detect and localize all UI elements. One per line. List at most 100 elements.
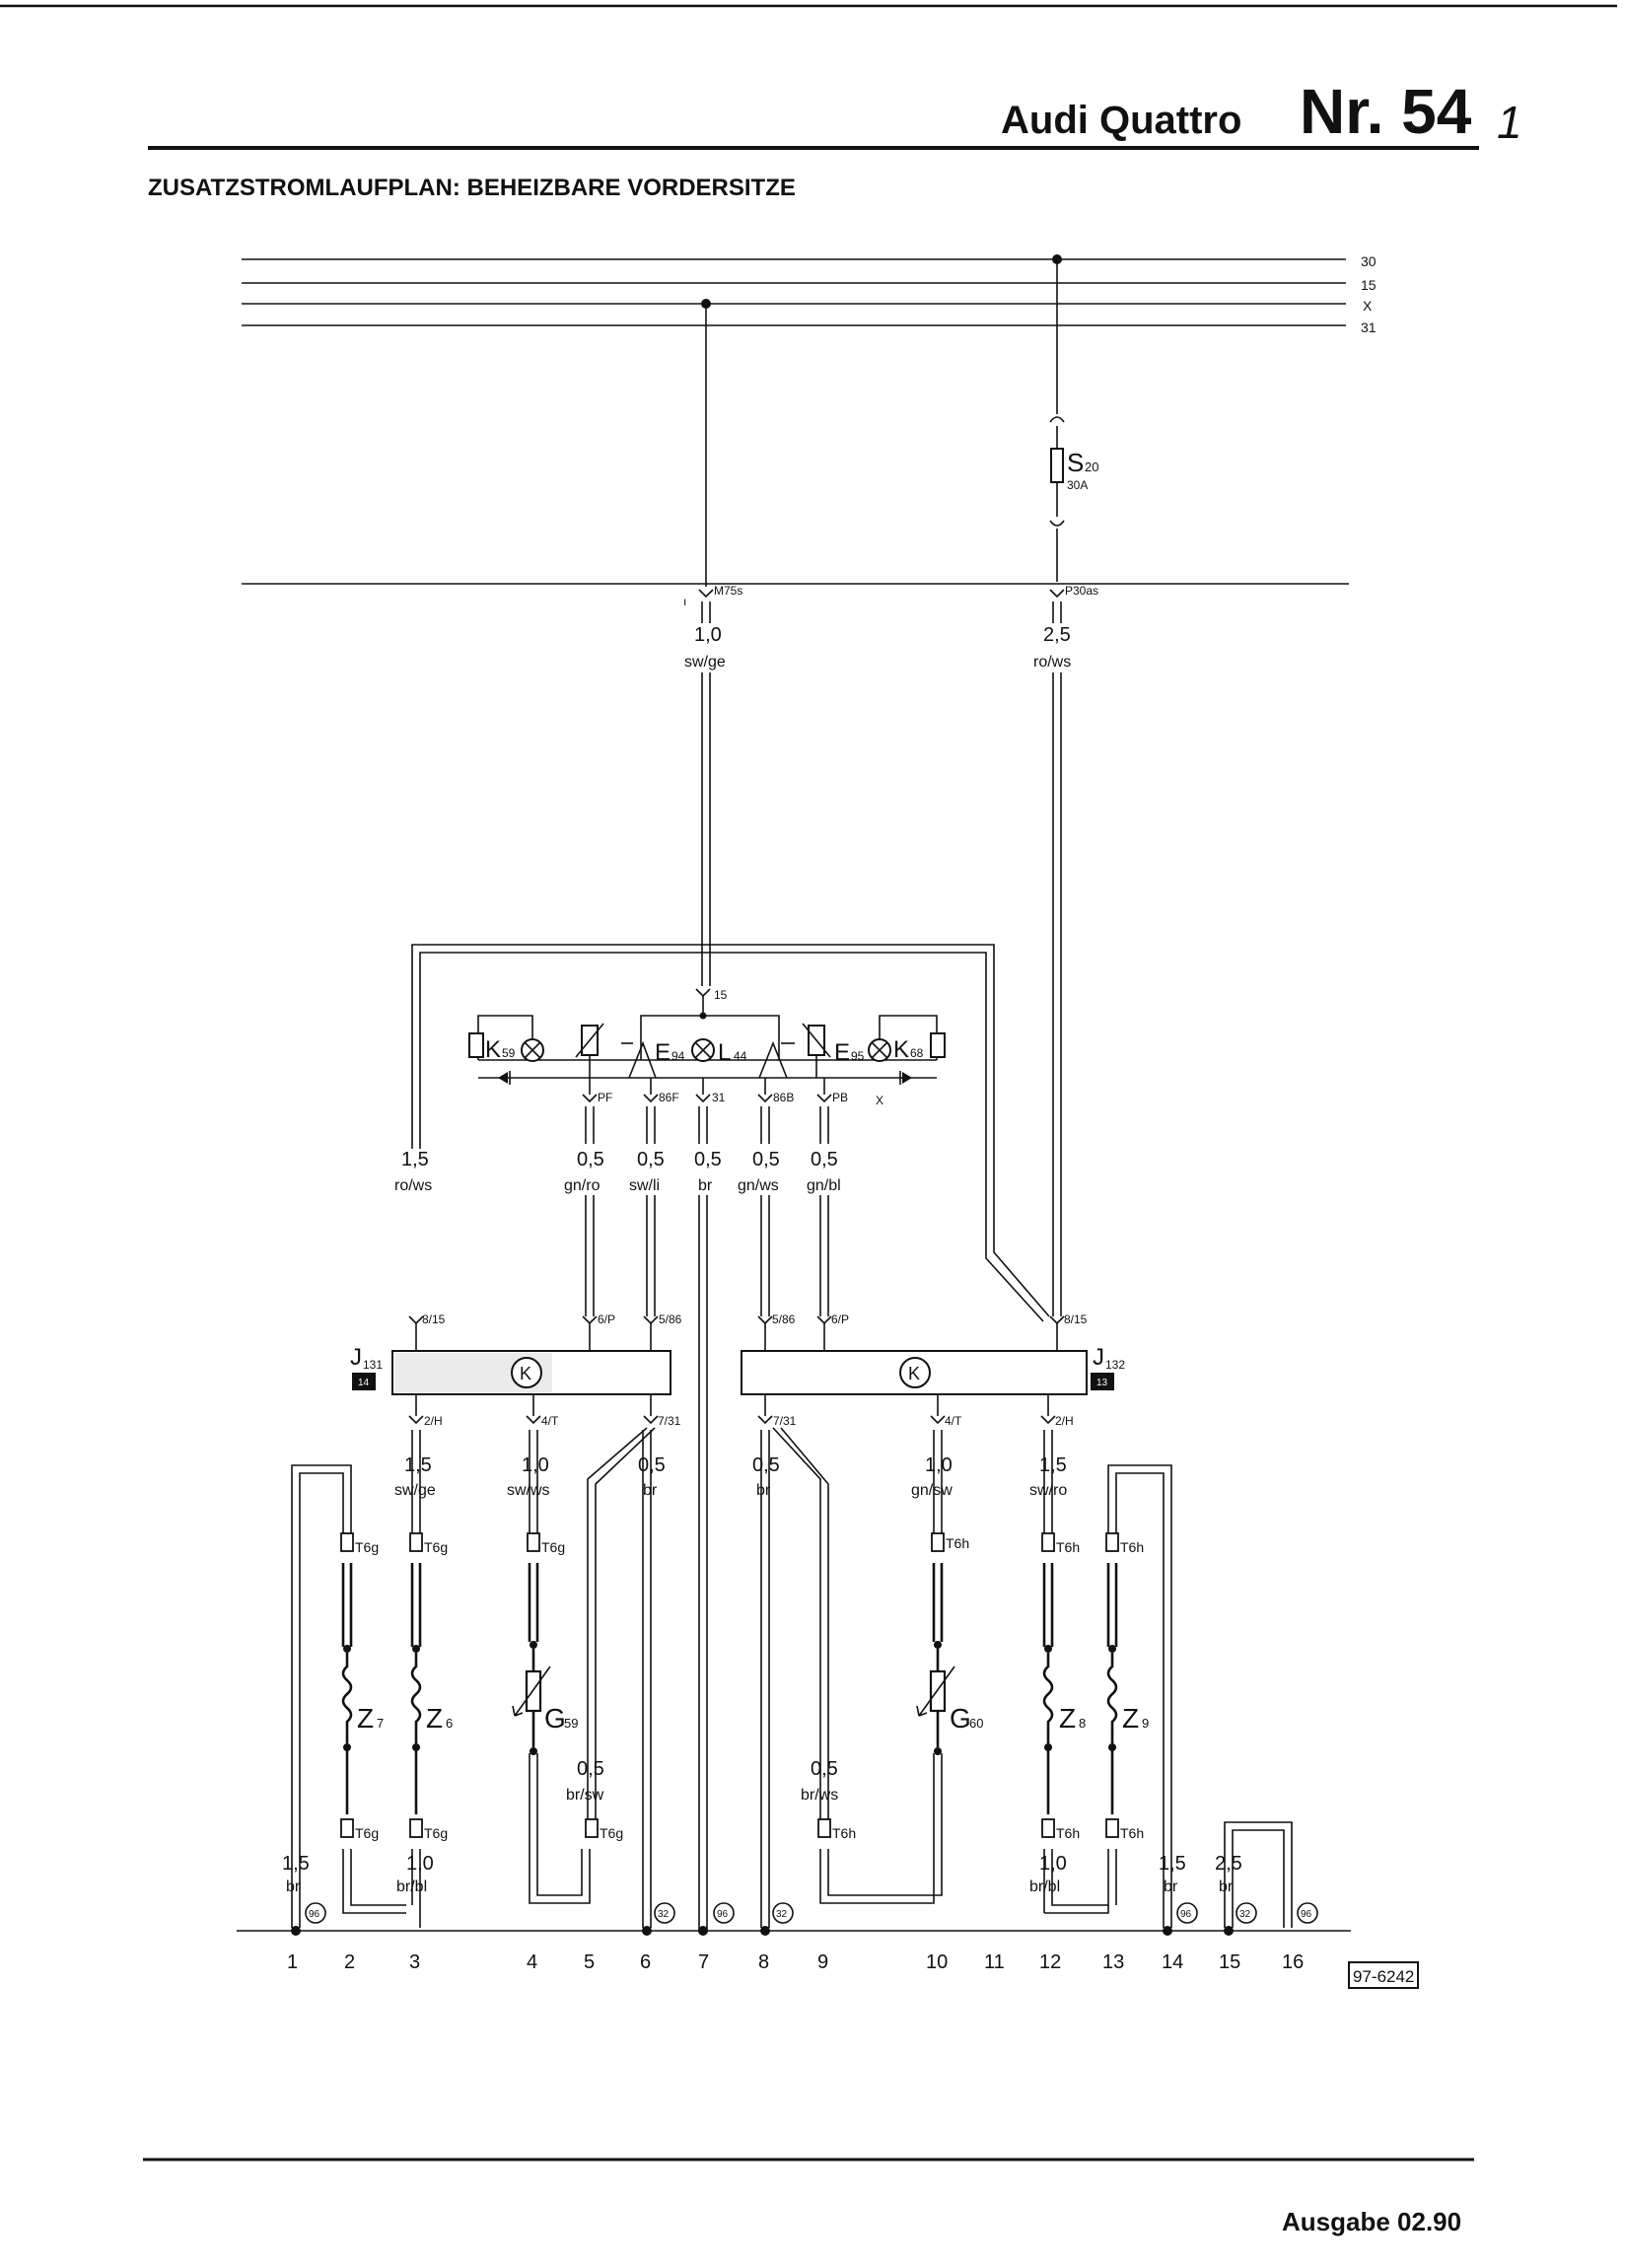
g59-sensor-icon (512, 1641, 551, 1755)
z8-sub: 8 (1079, 1716, 1086, 1731)
low-l2h-color: sw/ge (394, 1482, 436, 1499)
lower-wire-runs (291, 1427, 1293, 1928)
mid-c-color: sw/li (629, 1177, 660, 1194)
e95-label: E (834, 1039, 850, 1066)
svg-text:T6g: T6g (355, 1825, 379, 1841)
fuse-sub: 20 (1085, 460, 1098, 474)
g59-sub: 59 (564, 1716, 578, 1731)
pin-r-6p: 6/P (831, 1312, 849, 1326)
k59-resistor (468, 1032, 484, 1058)
mid-wire-runs (585, 1106, 829, 1931)
ground-point-badges: 96 32 96 32 96 32 96 (305, 1902, 1318, 1924)
svg-text:96: 96 (717, 1909, 729, 1920)
pin-l-4t: 4/T (541, 1414, 559, 1428)
svg-text:T6g: T6g (424, 1539, 448, 1555)
mid-f-size: 0,5 (811, 1149, 838, 1170)
mid-f-color: gn/bl (807, 1177, 841, 1194)
bw1-size: 1,5 (282, 1853, 310, 1875)
k68-label: K (893, 1036, 909, 1063)
bus-label-31: 31 (1361, 319, 1377, 335)
ground-96-icon (1297, 1902, 1318, 1924)
relay-top-pins: 8/15 6/P 5/86 5/86 6/P 8/15 (408, 1312, 1088, 1351)
connectors: T6g T6g T6g T6h T6h T6h T6g T6g T6g T6h … (340, 1532, 1144, 1841)
track-number: 16 (1282, 1951, 1304, 1973)
k68-lamp-icon (868, 1038, 891, 1062)
relay-j132: K J 132 13 (741, 1344, 1125, 1395)
k68-sub: 68 (910, 1046, 924, 1060)
track-number: 9 (817, 1951, 828, 1973)
svg-text:96: 96 (1301, 1909, 1312, 1920)
relay-j131-label: J (350, 1344, 362, 1371)
t6h-connector-3 (1105, 1532, 1119, 1552)
low-r2h-size: 1,5 (1039, 1454, 1067, 1476)
k59-sub: 59 (502, 1046, 516, 1060)
t6g-connector-2 (409, 1532, 423, 1552)
wire-loop-ro-ws (411, 944, 1050, 1322)
l44-label: L (718, 1039, 731, 1066)
z7-sub: 7 (377, 1716, 384, 1731)
svg-text:T6g: T6g (541, 1539, 565, 1555)
fuse-body (1050, 448, 1064, 483)
connector-p30as: P30as (1065, 584, 1098, 598)
svg-text:T6h: T6h (1056, 1539, 1080, 1555)
footer-edition: Ausgabe 02.90 (1282, 2207, 1461, 2236)
bw12-color: br/bl (1029, 1878, 1060, 1895)
svg-text:ı: ı (683, 595, 686, 608)
track-number: 4 (527, 1951, 537, 1973)
pin-l-731: 7/31 (658, 1414, 681, 1428)
relay-j132-k: K (908, 1364, 920, 1383)
track-number: 1 (287, 1951, 298, 1973)
mid-d-size: 0,5 (694, 1149, 722, 1170)
pin-l-6p: 6/P (598, 1312, 615, 1326)
t6h-connector-1 (931, 1532, 945, 1552)
track-number: 11 (984, 1951, 1005, 1973)
svg-text:32: 32 (658, 1909, 670, 1920)
e95-switch-icon (758, 1040, 788, 1079)
relay-j132-sub: 132 (1105, 1358, 1125, 1372)
bw15-color: br (1219, 1878, 1234, 1895)
low-l4t-color: sw/ws (507, 1482, 550, 1499)
pin-r-4t: 4/T (945, 1414, 962, 1428)
svg-text:T6h: T6h (1120, 1825, 1144, 1841)
fuse-rating: 30A (1067, 478, 1088, 492)
e95-sub: 95 (851, 1049, 865, 1063)
header-number: Nr. 54 (1300, 76, 1472, 147)
z8-label: Z (1059, 1703, 1076, 1734)
k59-label: K (485, 1036, 501, 1063)
wire-sw-ge-run (701, 602, 711, 986)
bw3-size: 1,0 (406, 1853, 434, 1875)
z9-sub: 9 (1142, 1716, 1149, 1731)
z9-label: Z (1122, 1703, 1139, 1734)
ground-junctions (291, 1926, 1234, 1936)
t6h-connector-6 (1105, 1818, 1119, 1838)
track-number: 13 (1102, 1951, 1124, 1973)
bw14-size: 1,5 (1159, 1853, 1186, 1875)
bw9-color: br/ws (801, 1787, 838, 1804)
t6g-connector-1 (340, 1532, 354, 1552)
bw14-color: br (1164, 1878, 1178, 1895)
svg-text:32: 32 (776, 1909, 788, 1920)
track-number: 5 (584, 1951, 595, 1973)
power-buses: 30 15 X 31 (242, 253, 1377, 335)
ground-32-icon (772, 1902, 794, 1924)
switch-pins: PF 86F 31 86B PB X (582, 1078, 883, 1107)
mid-d-color: br (698, 1177, 713, 1194)
t6h-connector-4 (817, 1818, 831, 1838)
ground-96-icon (305, 1902, 326, 1924)
relay-j131-badge: 14 (358, 1378, 370, 1388)
t6g-connector-5 (409, 1818, 423, 1838)
wire-top-right-size: 2,5 (1043, 624, 1071, 646)
svg-text:T6g: T6g (424, 1825, 448, 1841)
diagram-code: 97-6242 (1353, 1967, 1414, 1986)
fuse-s20: S 20 30A (1049, 259, 1098, 582)
diagram-title: ZUSATZSTROMLAUFPLAN: BEHEIZBARE VORDERSI… (148, 175, 796, 201)
svg-text:32: 32 (1239, 1909, 1251, 1920)
pin-86f: 86F (659, 1091, 679, 1104)
mid-e-color: gn/ws (738, 1177, 779, 1194)
track-number: 14 (1162, 1951, 1183, 1973)
track-number: 6 (640, 1951, 651, 1973)
t6h-connector-5 (1041, 1818, 1055, 1838)
low-l2h-size: 1,5 (404, 1454, 432, 1476)
pin-pb: PB (832, 1091, 848, 1104)
